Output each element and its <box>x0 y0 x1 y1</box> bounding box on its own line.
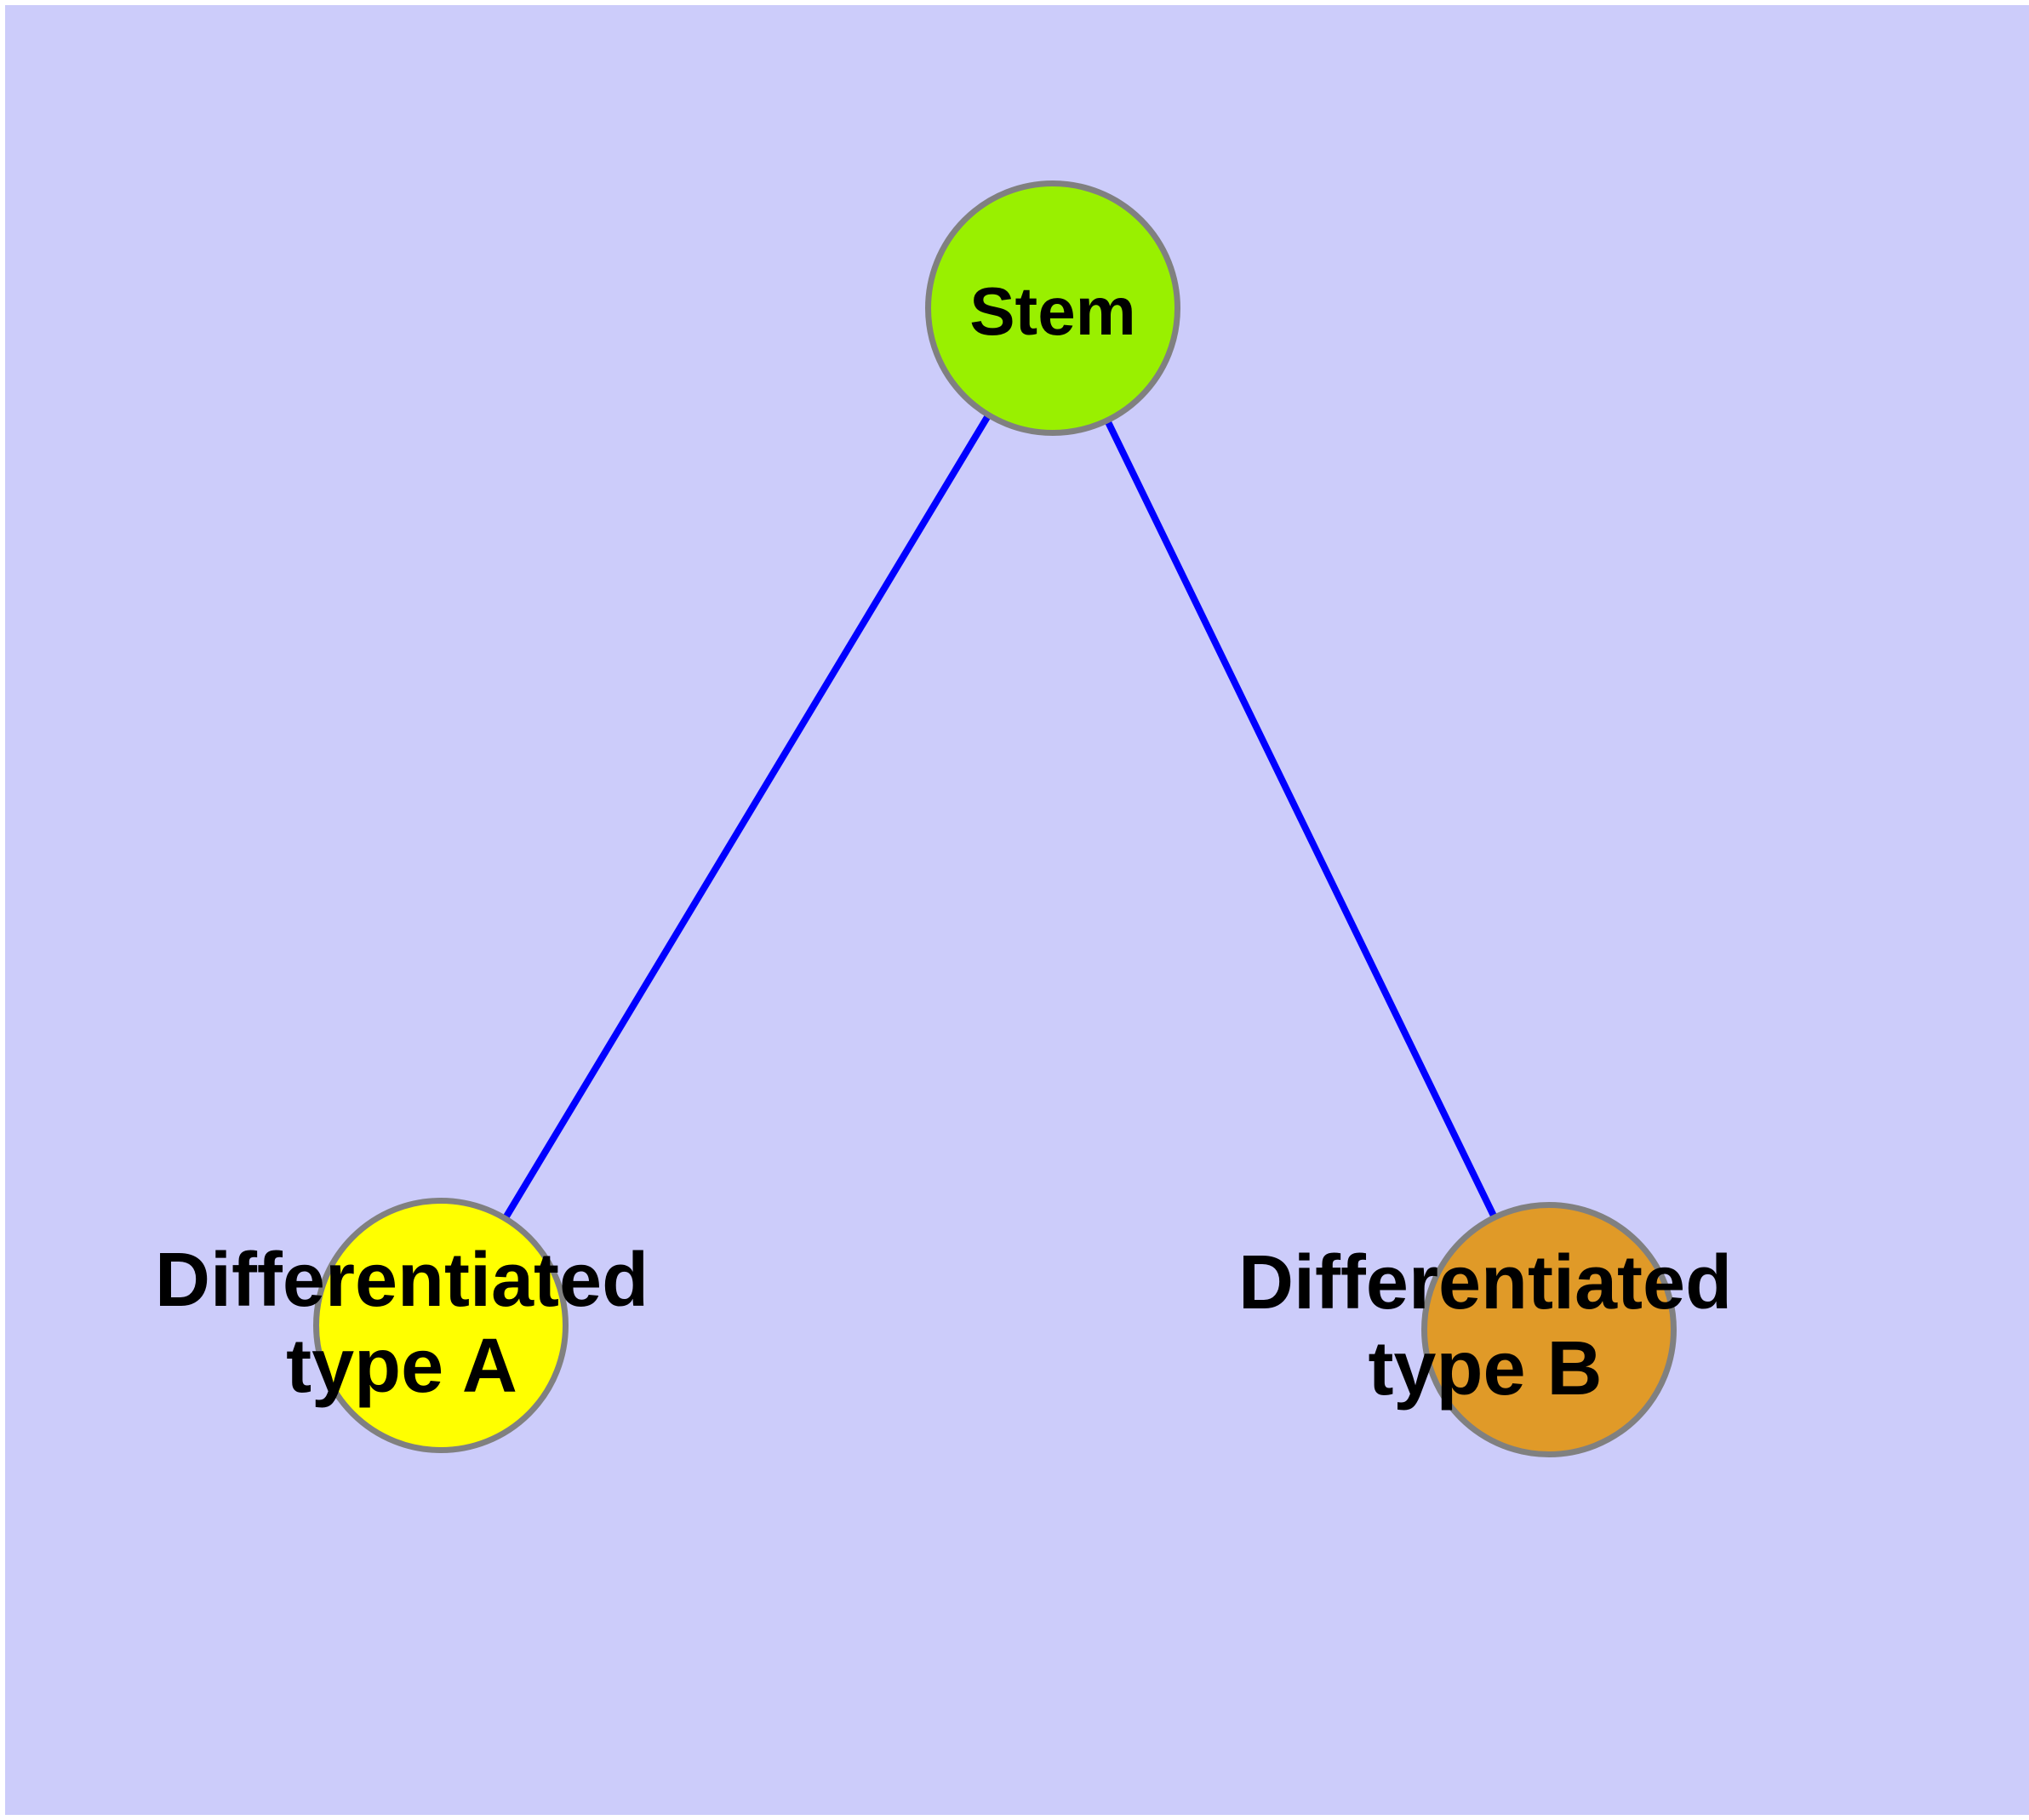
node-stem[interactable] <box>925 180 1180 436</box>
edge-layer <box>437 306 1552 1331</box>
edge-stem-to-type-a[interactable] <box>437 306 1056 1328</box>
node-differentiated-type-a[interactable] <box>313 1198 569 1453</box>
node-differentiated-type-b[interactable] <box>1421 1202 1677 1457</box>
node-layer <box>313 180 1677 1457</box>
edge-stem-to-type-b[interactable] <box>1049 306 1552 1331</box>
